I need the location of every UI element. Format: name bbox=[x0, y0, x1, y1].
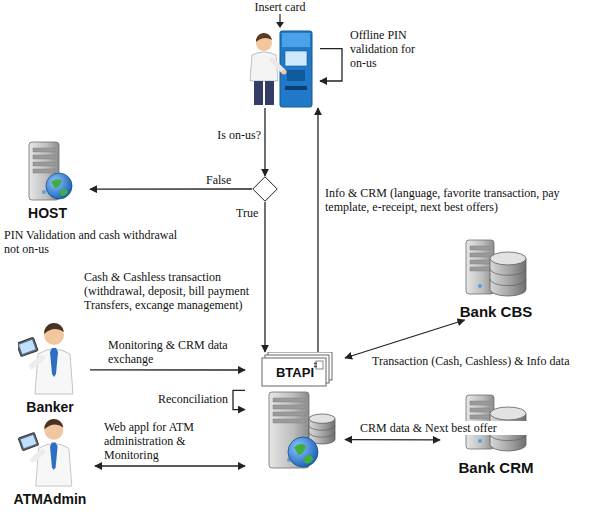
edge-label: Reconciliation bbox=[146, 392, 228, 406]
edge-label: Monitoring & CRM data exchange bbox=[108, 338, 230, 366]
node-label: Bank CBS bbox=[460, 303, 533, 320]
edge-label: True bbox=[236, 206, 262, 220]
connector-arrow bbox=[264, 202, 265, 352]
edge-label: Offline PIN validation for on-us bbox=[350, 28, 416, 70]
connector-arrow bbox=[233, 390, 245, 409]
edge-label: Info & CRM (language, favorite transacti… bbox=[325, 186, 575, 214]
connector-arrow bbox=[90, 188, 252, 189]
actor: Banker bbox=[10, 322, 90, 416]
connector-arrow bbox=[317, 108, 318, 352]
connector-arrow bbox=[264, 108, 265, 176]
diamond-outline bbox=[252, 176, 278, 202]
node-label: HOST bbox=[28, 205, 67, 222]
decision-diamond: Is on-us? bbox=[252, 176, 278, 202]
node-label: BTAPI bbox=[276, 364, 314, 381]
edge-label: False bbox=[206, 173, 240, 187]
host-server: HOST bbox=[5, 140, 90, 222]
person-icon bbox=[18, 322, 82, 396]
server-icon bbox=[17, 140, 77, 204]
node-label: Banker bbox=[26, 399, 73, 416]
node-label: Insert card bbox=[255, 0, 306, 14]
db-icon bbox=[460, 238, 532, 298]
edge-label: CRM data & Next best offer bbox=[360, 421, 540, 435]
person-icon bbox=[18, 418, 82, 488]
connector-arrow bbox=[345, 320, 465, 358]
connector-arrow bbox=[320, 49, 342, 81]
decision-label: Is on-us? bbox=[217, 128, 261, 142]
node-label: Bank CRM bbox=[458, 459, 533, 476]
node-label: ATMAdmin bbox=[14, 491, 87, 508]
actor: ATMAdmin bbox=[5, 418, 95, 508]
atm-icon bbox=[240, 14, 320, 108]
edge-label: Web appl for ATM administration & Monito… bbox=[104, 420, 240, 462]
note-text: PIN Validation and cash withdrawal not o… bbox=[4, 228, 184, 256]
btapi-server: BTAPI bbox=[245, 352, 345, 472]
connector-arrow bbox=[95, 465, 245, 466]
note-text: Cash & Cashless transaction (withdrawal,… bbox=[84, 270, 258, 312]
edge-label: Transaction (Cash, Cashless) & Info data bbox=[372, 354, 596, 368]
atm-node: Insert card bbox=[240, 0, 320, 108]
connector-arrow bbox=[90, 369, 245, 370]
connector-arrow bbox=[345, 439, 440, 441]
database-server: Bank CBS bbox=[440, 238, 552, 320]
